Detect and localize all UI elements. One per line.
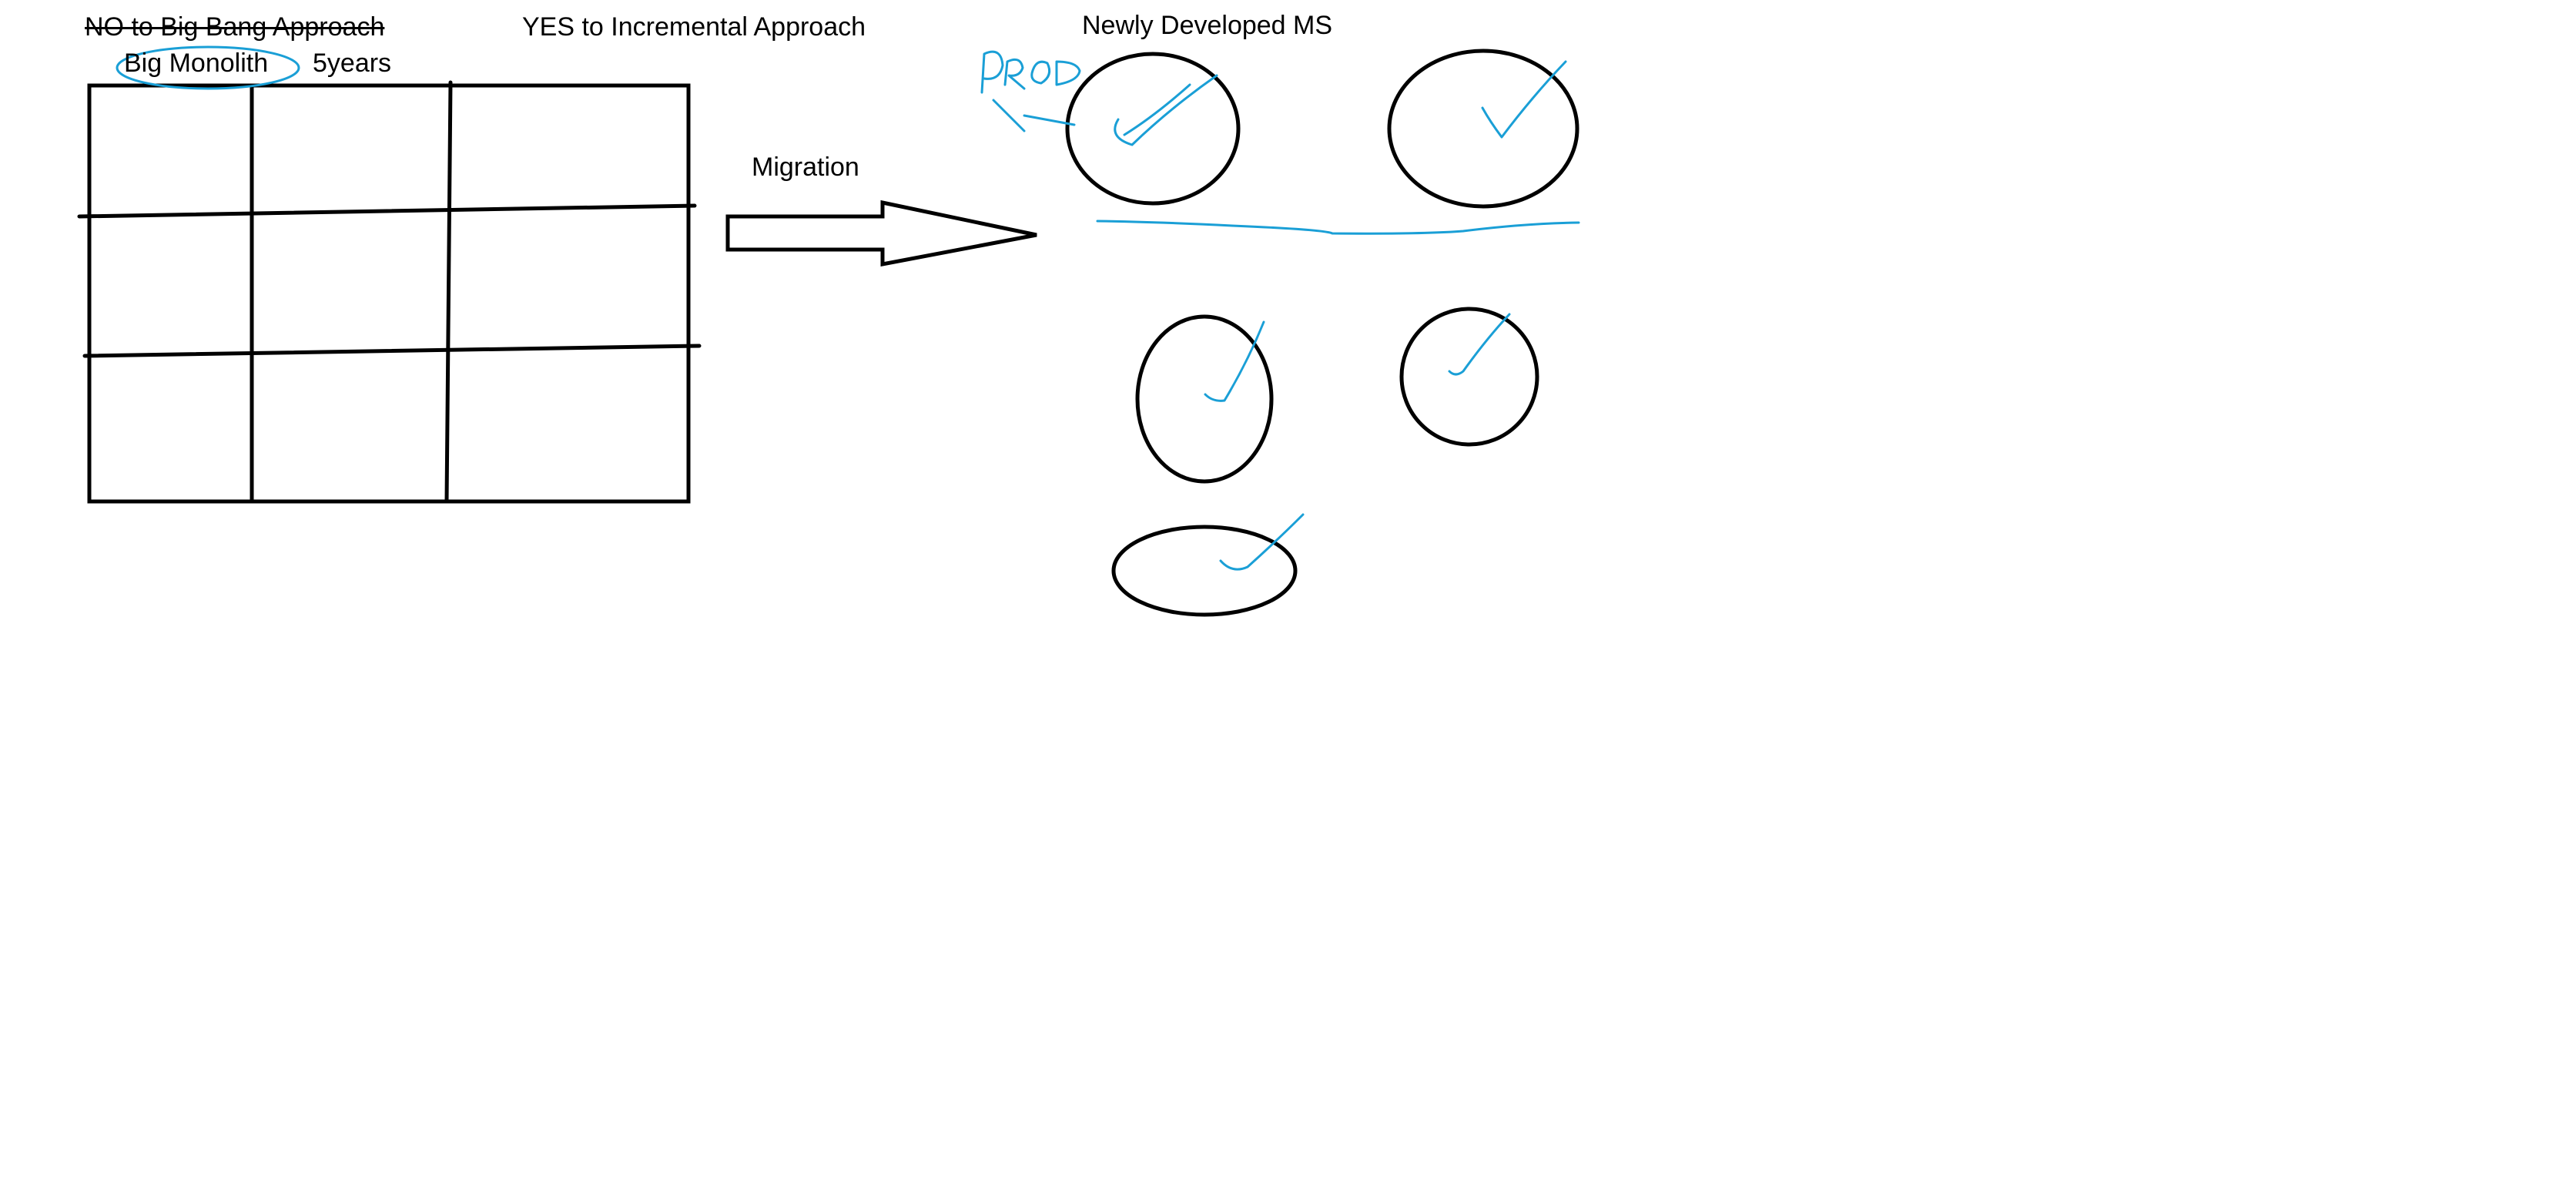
new-services-heading: Newly Developed MS [1082, 11, 1333, 40]
migration-arrow [725, 200, 1037, 267]
handwritten-note [980, 50, 1081, 132]
checkmark-icon [1448, 313, 1511, 376]
checkmarks [1114, 60, 1567, 571]
migration-label: Migration [752, 153, 859, 182]
service-circle-1 [1065, 52, 1241, 206]
rejected-approach-heading: NO to Big Bang Approach [85, 12, 385, 42]
service-circle-3 [1135, 314, 1274, 484]
checkmark-icon [1204, 320, 1265, 402]
monolith-duration: 5years [313, 49, 392, 78]
service-circle-2 [1387, 49, 1579, 209]
service-circle-5 [1111, 525, 1298, 617]
checkmark-icon [1481, 60, 1567, 139]
monolith-outline [87, 83, 691, 504]
grid-vertical-2 [444, 80, 453, 504]
separator-line [1096, 220, 1580, 235]
checkmark-icon [1219, 513, 1305, 571]
grid-horizontal-2 [82, 344, 702, 358]
microservices [1065, 49, 1579, 617]
monolith-label-circle [116, 45, 300, 90]
monolith-grid [77, 80, 702, 504]
chosen-approach-heading: YES to Incremental Approach [522, 12, 866, 42]
checkmark-icon [1114, 74, 1218, 146]
monolith-label: Big Monolith [124, 49, 269, 78]
checkmark-icon [1123, 83, 1191, 136]
grid-horizontal-1 [77, 203, 697, 219]
service-circle-4 [1399, 307, 1539, 447]
